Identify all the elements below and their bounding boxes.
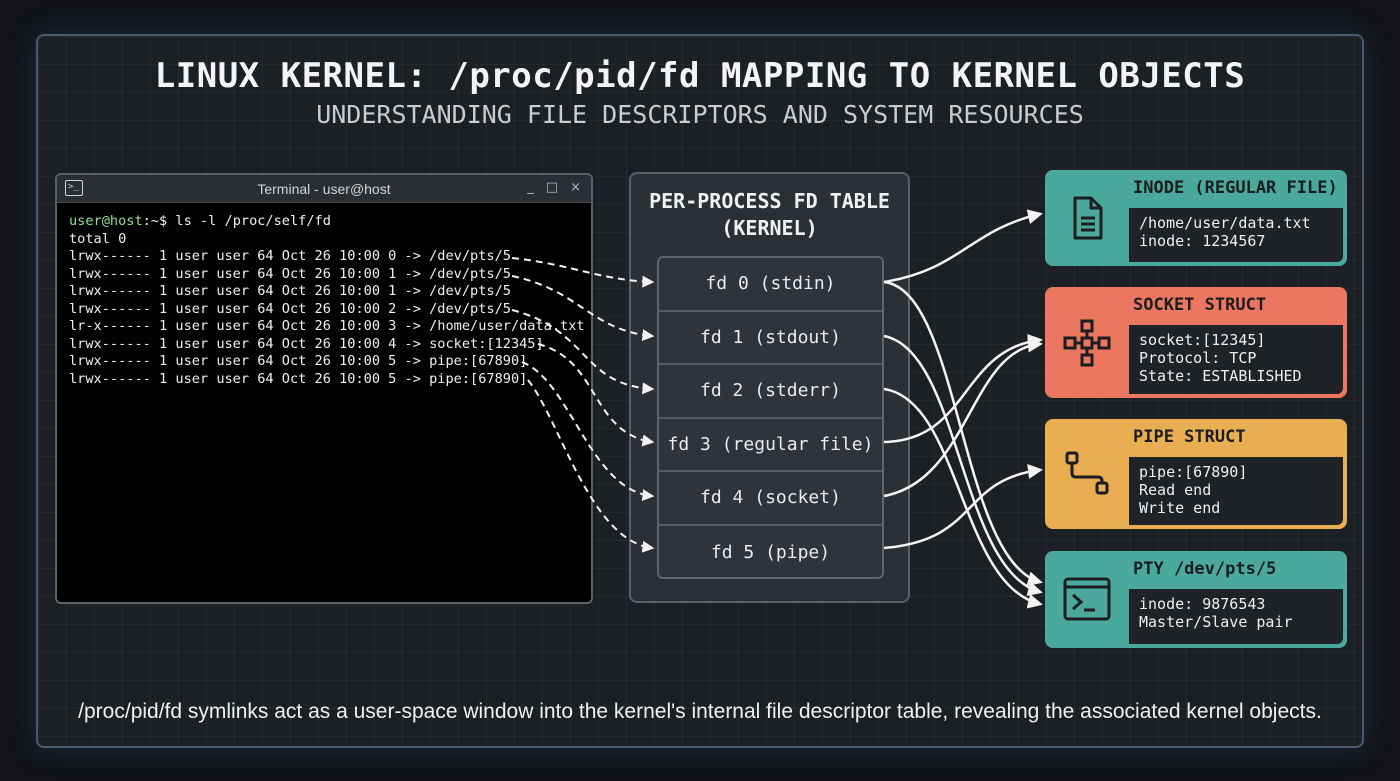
terminal-line: lrwx------ 1 user user 64 Oct 26 10:00 1… <box>69 265 511 282</box>
terminal-window: >_ Terminal - user@host _ □ × user@host:… <box>55 173 593 604</box>
fd-row-5: fd 5 (pipe) <box>710 541 831 563</box>
fd-table-header-line2: (KERNEL) <box>721 216 818 240</box>
prompt-command: :~$ ls -l /proc/self/fd <box>142 213 331 229</box>
fd-row-0: fd 0 (stdin) <box>659 258 882 312</box>
terminal-line: lrwx------ 1 user user 64 Oct 26 10:00 4… <box>69 335 544 352</box>
inode-title: INODE (REGULAR FILE) <box>1133 178 1338 198</box>
terminal-prompt-icon: >_ <box>65 180 83 196</box>
fd-table-header: PER-PROCESS FD TABLE (KERNEL) <box>631 188 908 242</box>
network-icon <box>1063 319 1111 367</box>
pipe-object: PIPE STRUCT pipe:[67890] Read end Write … <box>1045 419 1347 529</box>
terminal-title: Terminal - user@host <box>257 181 391 197</box>
maximize-icon[interactable]: □ <box>545 180 559 195</box>
pipe-detail-line: Read end <box>1139 481 1212 499</box>
terminal-line: lr-x------ 1 user user 64 Oct 26 10:00 3… <box>69 318 585 334</box>
inode-detail-line: /home/user/data.txt <box>1139 214 1311 232</box>
fd-table-panel: PER-PROCESS FD TABLE (KERNEL) fd 0 (stdi… <box>629 172 910 603</box>
terminal-line: lrwx------ 1 user user 64 Oct 26 10:00 5… <box>69 370 528 387</box>
terminal-titlebar: >_ Terminal - user@host _ □ × <box>57 175 591 203</box>
pipe-detail-line: pipe:[67890] <box>1139 463 1248 481</box>
caption: /proc/pid/fd symlinks act as a user-spac… <box>78 700 1322 723</box>
document-icon <box>1073 196 1103 240</box>
socket-detail-line: State: ESTABLISHED <box>1139 367 1302 385</box>
terminal-line: lrwx------ 1 user user 64 Oct 26 10:00 2… <box>69 300 511 317</box>
socket-detail-line: Protocol: TCP <box>1139 349 1257 367</box>
terminal-line: lrwx------ 1 user user 64 Oct 26 10:00 1… <box>69 283 511 299</box>
pty-detail-line: inode: 9876543 <box>1139 595 1266 613</box>
fd-table-list: fd 0 (stdin) fd 1 (stdout) fd 2 (stderr)… <box>657 256 884 579</box>
socket-title: SOCKET STRUCT <box>1133 295 1267 315</box>
page-title: LINUX KERNEL: /proc/pid/fd MAPPING TO KE… <box>154 56 1246 96</box>
fd-table-header-line1: PER-PROCESS FD TABLE <box>649 189 890 213</box>
close-icon[interactable]: × <box>570 180 581 195</box>
pipe-title: PIPE STRUCT <box>1133 427 1246 447</box>
pipe-details: pipe:[67890] Read end Write end <box>1129 457 1343 525</box>
terminal-line: lrwx------ 1 user user 64 Oct 26 10:00 0… <box>69 248 511 264</box>
socket-details: socket:[12345] Protocol: TCP State: ESTA… <box>1129 325 1343 394</box>
terminal-line: lrwx------ 1 user user 64 Oct 26 10:00 5… <box>69 353 528 369</box>
inode-details: /home/user/data.txt inode: 1234567 <box>1129 208 1343 262</box>
terminal-command-line: user@host:~$ ls -l /proc/self/fd <box>69 213 579 231</box>
pty-title: PTY /dev/pts/5 <box>1133 559 1277 579</box>
fd-row-1: fd 1 (stdout) <box>659 312 882 365</box>
pty-detail-line: Master/Slave pair <box>1139 613 1293 631</box>
pipe-icon <box>1065 451 1109 495</box>
socket-detail-line: socket:[12345] <box>1139 331 1266 349</box>
inode-object: INODE (REGULAR FILE) /home/user/data.txt… <box>1045 170 1347 266</box>
page-subtitle: UNDERSTANDING FILE DESCRIPTORS AND SYSTE… <box>316 100 1084 129</box>
inode-detail-line: inode: 1234567 <box>1139 232 1266 250</box>
pty-object: PTY /dev/pts/5 inode: 9876543 Master/Sla… <box>1045 551 1347 648</box>
fd-row-3: fd 3 (regular file) <box>659 419 882 472</box>
fd-row-2: fd 2 (stderr) <box>659 365 882 419</box>
window-controls: _ □ × <box>527 180 581 195</box>
pipe-detail-line: Write end <box>1139 499 1221 517</box>
terminal-line: total 0 <box>69 230 127 247</box>
pty-details: inode: 9876543 Master/Slave pair <box>1129 589 1343 644</box>
prompt-user: user@host <box>69 213 143 229</box>
minimize-icon[interactable]: _ <box>527 180 534 195</box>
terminal-icon <box>1063 577 1111 621</box>
socket-object: SOCKET STRUCT socket:[12345] Protocol: T… <box>1045 287 1347 398</box>
fd-row-4: fd 4 (socket) <box>659 472 882 526</box>
